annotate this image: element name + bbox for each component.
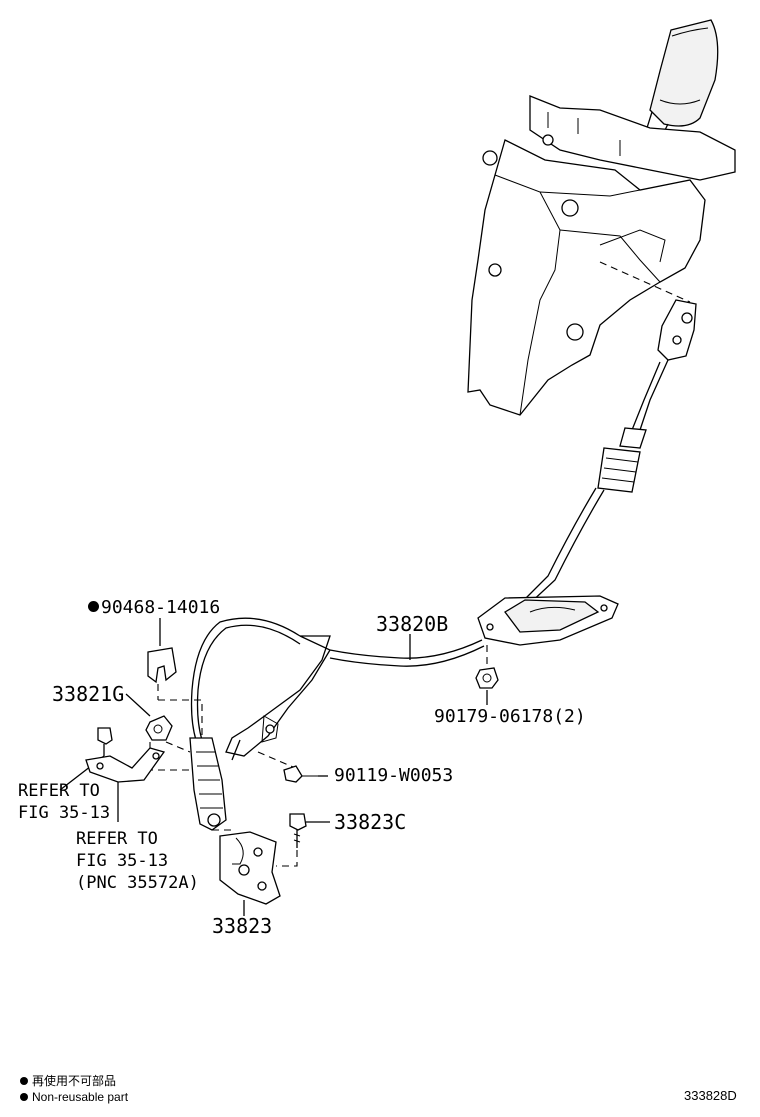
legend-dot-icon	[20, 1077, 28, 1085]
refer-note-1-line2: FIG 35-13	[18, 803, 111, 823]
legend-dot-icon	[20, 1093, 28, 1101]
bracket-33823-drawing	[212, 829, 281, 916]
legend-japanese-text: 再使用不可部品	[32, 1074, 117, 1088]
label-bushing-90468: 90468-14016	[88, 598, 220, 618]
label-cable-33820b: 33820B	[376, 612, 449, 636]
cable-bracket-drawing	[225, 635, 331, 771]
label-bracket-33823: 33823	[212, 914, 273, 938]
refer-note-2-line1: REFER TO	[76, 829, 158, 849]
cable-grommet	[477, 595, 619, 646]
refer-note-2: REFER TO FIG 35-13 (PNC 35572A)	[76, 828, 199, 894]
label-bolt-90119: 90119-W0053	[334, 765, 454, 786]
label-retainer-33821g: 33821G	[52, 682, 125, 706]
non-reusable-marker	[88, 601, 99, 612]
bushing-part-number: 90468-14016	[101, 597, 221, 618]
legend-english-text: Non-reusable part	[32, 1090, 129, 1104]
legend-english: Non-reusable part	[20, 1090, 128, 1104]
bolt-90119-drawing	[283, 765, 328, 783]
nut-drawing	[475, 645, 499, 705]
cable-main-run	[190, 617, 485, 741]
bushing-drawing	[147, 618, 203, 740]
cable-upper-end	[521, 299, 697, 606]
label-bolt-33823c: 33823C	[334, 810, 407, 834]
legend-japanese: 再使用不可部品	[20, 1072, 116, 1089]
refer-note-1-line1: REFER TO	[18, 781, 100, 801]
refer-note-1: REFER TO FIG 35-13	[18, 780, 110, 824]
shift-lever-assembly	[467, 19, 736, 416]
refer-bracket-drawing	[59, 727, 166, 822]
cable-lower-end	[189, 737, 227, 831]
refer-note-2-line3: (PNC 35572A)	[76, 873, 199, 893]
label-nut-90179: 90179-06178(2)	[434, 706, 586, 727]
bolt-33823c-drawing	[276, 813, 330, 867]
figure-code: 333828D	[684, 1088, 737, 1103]
refer-note-2-line2: FIG 35-13	[76, 851, 169, 871]
